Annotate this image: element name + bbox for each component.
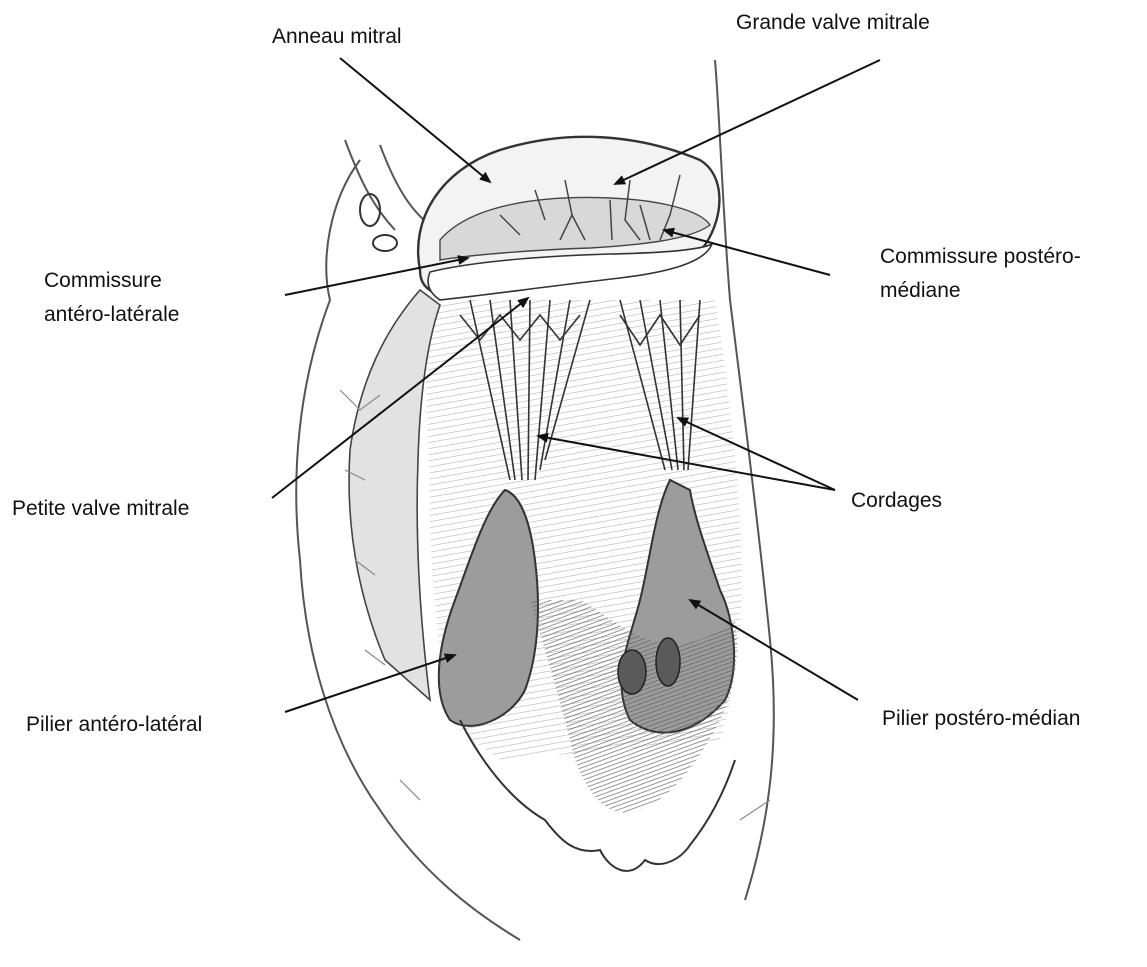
aortic-orifice (360, 194, 397, 251)
mitral-valve (418, 137, 719, 300)
label-commissure-antero-line2: antéro-latérale (44, 298, 179, 332)
label-pilier-postero-median: Pilier postéro-médian (878, 700, 1084, 738)
label-cordages: Cordages (847, 482, 946, 520)
label-petite-valve-mitrale: Petite valve mitrale (8, 490, 193, 528)
label-commissure-postero-mediane: Commissure postéro- médiane (876, 238, 1085, 310)
arrow-anneau-mitral (340, 58, 490, 182)
label-pilier-antero-lateral: Pilier antéro-latéral (22, 706, 206, 744)
label-grande-valve-mitrale: Grande valve mitrale (732, 4, 934, 42)
label-commissure-antero-laterale: Commissure antéro-latérale (40, 262, 183, 334)
left-wall-band (349, 290, 440, 700)
label-commissure-antero-line1: Commissure (44, 264, 179, 298)
label-commissure-postero-line1: Commissure postéro- (880, 240, 1081, 274)
label-anneau-mitral: Anneau mitral (268, 18, 406, 56)
arrow-grande-valve (615, 60, 880, 184)
label-commissure-postero-line2: médiane (880, 274, 1081, 308)
arrow-pilier-antero (285, 655, 455, 712)
